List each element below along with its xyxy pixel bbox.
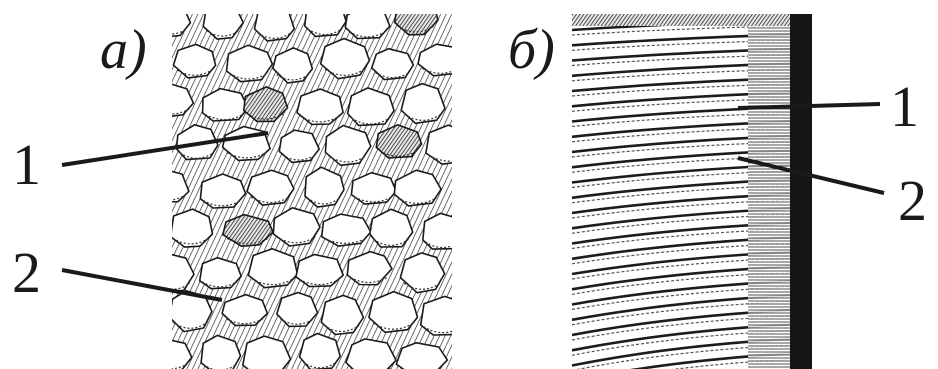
callout-b-1: 1 bbox=[890, 78, 919, 136]
panel-b-drawing bbox=[570, 14, 815, 369]
callout-a-1: 1 bbox=[12, 136, 41, 194]
panel-a-drawing bbox=[146, 0, 475, 369]
cell-shape bbox=[149, 339, 192, 369]
callout-b-2: 2 bbox=[898, 172, 927, 230]
callout-a-2: 2 bbox=[12, 244, 41, 302]
panel-a-label: а) bbox=[100, 22, 147, 78]
cell-shape bbox=[426, 125, 475, 164]
cell-shape bbox=[345, 6, 390, 38]
panel-b-label: б) bbox=[508, 22, 555, 78]
cell-shape bbox=[401, 84, 445, 124]
cell-shape bbox=[279, 130, 319, 162]
cell-shape bbox=[305, 1, 346, 36]
cell-shape bbox=[423, 213, 464, 249]
cell-shape bbox=[322, 214, 371, 246]
